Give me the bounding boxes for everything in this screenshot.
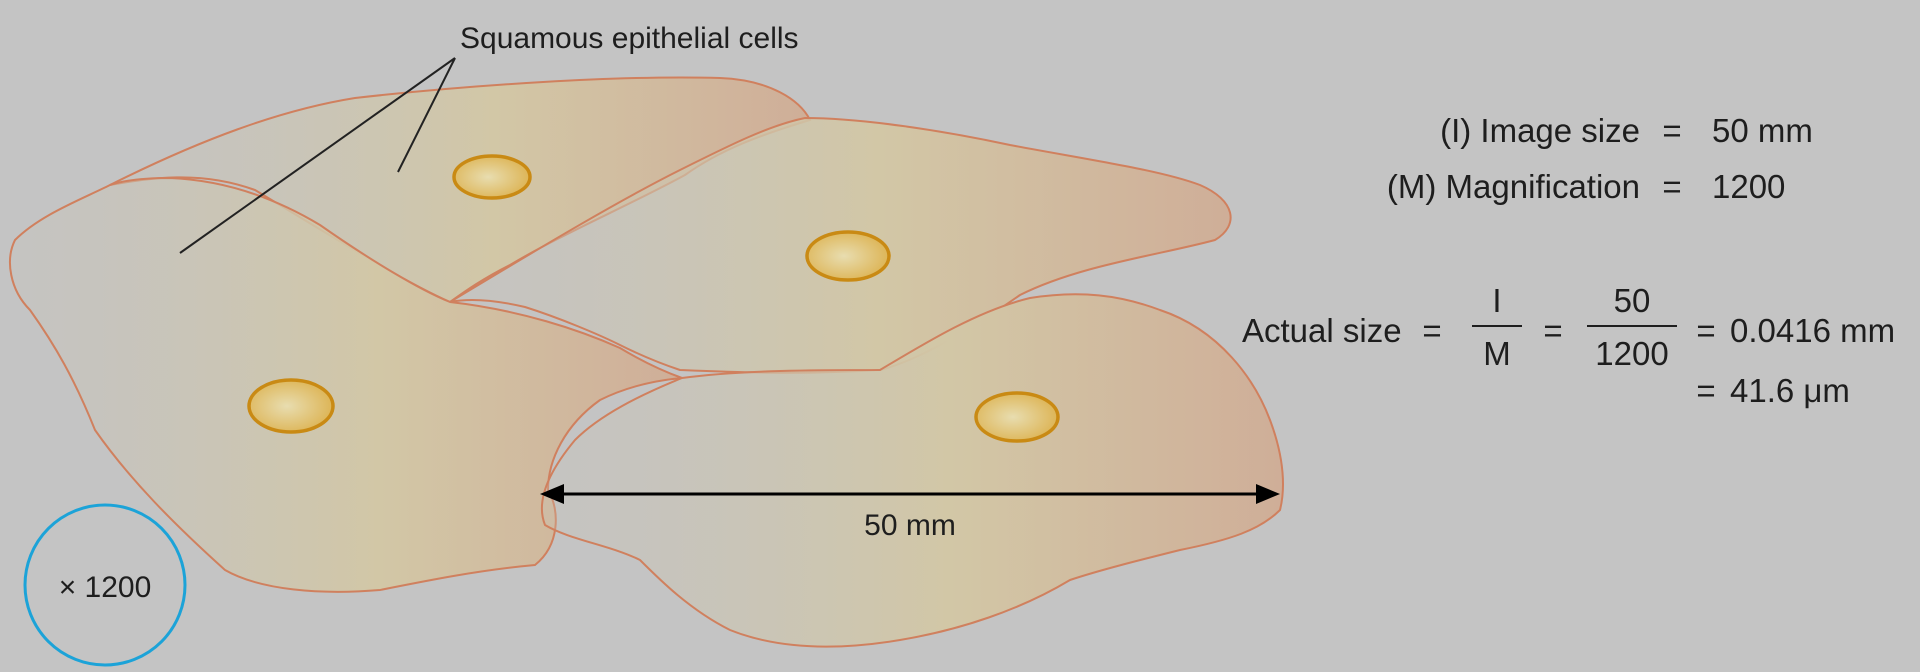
actual-size-result-um: 41.6 μm <box>1730 372 1850 409</box>
fraction-1-denominator: M <box>1483 335 1511 372</box>
image-size-equals: = <box>1662 112 1681 149</box>
actual-size-result-mm: 0.0416 mm <box>1730 312 1895 349</box>
image-size-label: (I) Image size <box>1440 112 1640 149</box>
nucleus-2 <box>807 232 889 280</box>
actual-size-equals-4: = <box>1696 372 1715 409</box>
magnification-value: 1200 <box>1712 168 1785 205</box>
actual-size-equals-3: = <box>1696 312 1715 349</box>
nucleus-1 <box>454 156 530 198</box>
magnification-badge: × 1200 <box>59 571 152 604</box>
fraction-2-numerator: 50 <box>1614 282 1651 319</box>
nucleus-3 <box>249 380 333 432</box>
image-size-value: 50 mm <box>1712 112 1813 149</box>
cells-label: Squamous epithelial cells <box>460 22 799 55</box>
nucleus-4 <box>976 393 1058 441</box>
fraction-1-numerator: I <box>1492 282 1501 319</box>
actual-size-equals-1: = <box>1422 312 1441 349</box>
magnification-label: (M) Magnification <box>1387 168 1640 205</box>
magnification-equals: = <box>1662 168 1681 205</box>
actual-size-equals-2: = <box>1543 312 1562 349</box>
fraction-2-denominator: 1200 <box>1595 335 1668 372</box>
actual-size-label: Actual size <box>1242 312 1402 349</box>
scale-label: 50 mm <box>864 509 956 542</box>
